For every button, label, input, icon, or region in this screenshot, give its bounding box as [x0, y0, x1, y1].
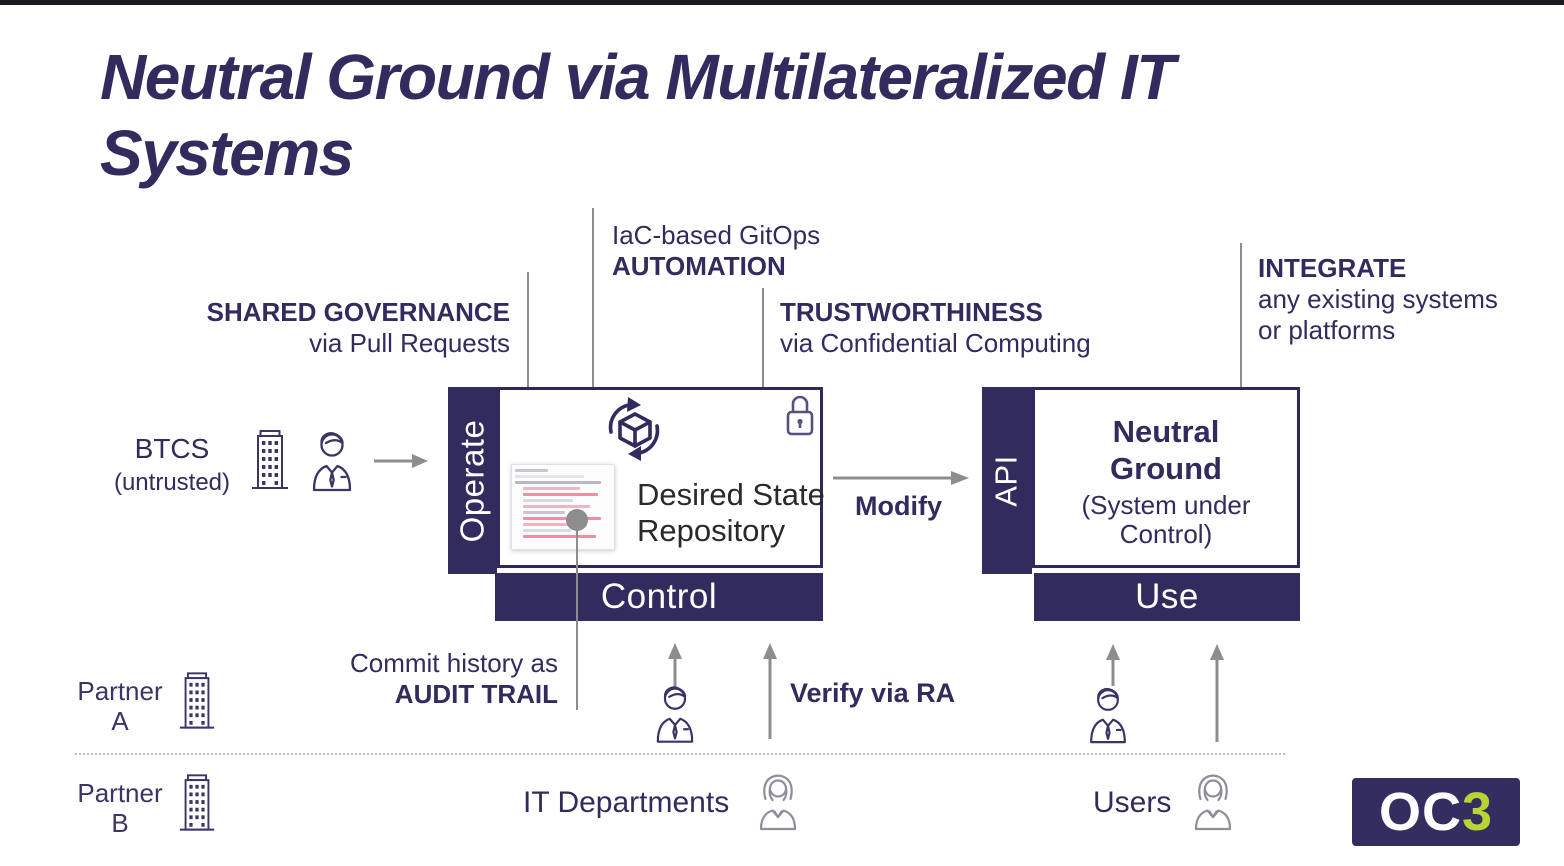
shared-governance-line2: via Pull Requests: [309, 328, 510, 358]
annotation-trustworthiness: TRUSTWORTHINESS via Confidential Computi…: [780, 297, 1091, 359]
it-departments-woman-icon: [759, 774, 797, 831]
use-bar: Use: [1034, 573, 1300, 621]
verify-via-ra-label: Verify via RA: [790, 678, 956, 708]
audit-trail-line2: AUDIT TRAIL: [394, 679, 558, 709]
video-letterbox-strip: [0, 0, 1564, 5]
separator-dotted-line: [75, 753, 1285, 755]
code-diff-thumbnail: [511, 464, 615, 550]
annotation-shared-governance: SHARED GOVERNANCE via Pull Requests: [180, 297, 510, 359]
shared-governance-connector-line: [527, 272, 529, 487]
actor-partner-b: Partner B: [70, 778, 170, 838]
audit-trail-line1: Commit history as: [349, 648, 558, 678]
operate-label: Operate: [453, 419, 491, 542]
use-up-arrow-icon: [1210, 644, 1224, 742]
neutral-ground-text: Neutral Ground (System under Control): [1032, 413, 1300, 549]
users-up-arrow-icon: [1106, 644, 1120, 686]
modify-label: Modify: [855, 491, 942, 521]
modify-arrow-icon: [833, 471, 969, 485]
btcs-qualifier: (untrusted): [113, 469, 231, 496]
automation-line2: AUTOMATION: [612, 251, 786, 281]
neutral-ground-line2: Ground: [1110, 451, 1222, 486]
integrate-line1: INTEGRATE: [1258, 253, 1407, 283]
automation-line1: IaC-based GitOps: [612, 220, 821, 250]
partner-b-line1: Partner: [77, 778, 163, 808]
integrate-connector-line: [1240, 243, 1242, 410]
shared-governance-line1: SHARED GOVERNANCE: [206, 297, 510, 327]
partner-a-building-icon: [179, 672, 215, 729]
gitops-sync-cube-icon: [608, 397, 660, 461]
partner-a-line1: Partner: [77, 676, 163, 706]
building-icon: [252, 430, 288, 489]
users-label: Users: [1093, 786, 1172, 819]
audit-trail-connector-dot: [566, 509, 588, 531]
actor-partner-a: Partner A: [70, 676, 170, 736]
audit-trail-connector-line: [576, 520, 578, 710]
actor-btcs: BTCS (untrusted): [98, 433, 246, 497]
partner-b-line2: B: [111, 808, 129, 838]
repository-name: Desired State Repository: [637, 477, 825, 549]
it-departments-label: IT Departments: [523, 786, 730, 819]
integrate-line3: or platforms: [1258, 315, 1396, 345]
neutral-ground-sub2: Control): [1119, 519, 1213, 549]
automation-connector-line: [592, 208, 594, 432]
api-bar: API: [982, 387, 1032, 574]
use-label: Use: [1135, 577, 1199, 616]
business-man-icon: [312, 432, 352, 492]
operate-bar: Operate: [448, 387, 497, 574]
btcs-name: BTCS: [134, 433, 210, 464]
user-man-icon: [1090, 687, 1126, 744]
partner-b-building-icon: [179, 774, 215, 831]
repository-name-line1: Desired State: [637, 477, 825, 512]
neutral-ground-box: [1032, 387, 1300, 568]
neutral-ground-line1: Neutral: [1112, 414, 1220, 449]
partner-a-line2: A: [111, 706, 129, 736]
trustworthiness-line2: via Confidential Computing: [780, 328, 1091, 358]
repository-name-line2: Repository: [637, 513, 786, 548]
neutral-ground-sub1: (System under: [1081, 490, 1251, 520]
slide-title: Neutral Ground via Multilateralized IT S…: [100, 41, 1175, 189]
annotation-audit-trail: Commit history as AUDIT TRAIL: [328, 648, 558, 710]
control-bar: Control: [495, 573, 823, 621]
verify-up-arrow-icon: [763, 643, 777, 739]
oc3-logo-three: 3: [1461, 782, 1494, 842]
api-label: API: [989, 454, 1024, 507]
it-department-man-icon: [656, 686, 694, 743]
annotation-integrate: INTEGRATE any existing systems or platfo…: [1258, 253, 1498, 346]
users-woman-icon: [1194, 774, 1232, 831]
btcs-arrow-icon: [374, 454, 428, 468]
it-up-arrow-icon: [668, 643, 682, 689]
trustworthiness-connector-line: [762, 288, 764, 408]
annotation-automation: IaC-based GitOps AUTOMATION: [612, 220, 820, 282]
lock-icon: [786, 395, 814, 436]
control-label: Control: [600, 577, 718, 616]
integrate-line2: any existing systems: [1258, 284, 1498, 314]
trustworthiness-line1: TRUSTWORTHINESS: [780, 297, 1043, 327]
oc3-logo-oc: OC: [1378, 782, 1462, 842]
